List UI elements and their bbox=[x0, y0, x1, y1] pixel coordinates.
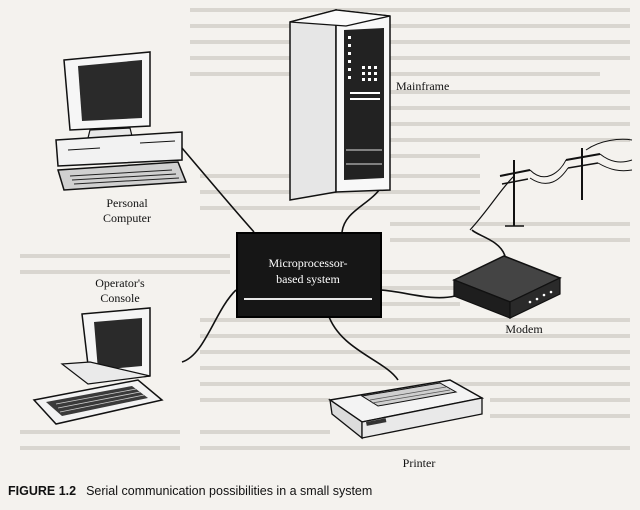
cable-to-operators-console bbox=[181, 289, 237, 363]
cable-to-mainframe bbox=[341, 185, 383, 233]
cable-to-printer bbox=[327, 313, 399, 381]
modem-icon bbox=[452, 255, 562, 319]
cable-to-modem bbox=[377, 289, 456, 299]
printer-icon bbox=[328, 379, 485, 440]
operators-console-label: Operator's Console bbox=[95, 276, 145, 305]
connection-cables bbox=[181, 147, 506, 381]
microprocessor-divider bbox=[244, 298, 372, 300]
printer-label: Printer bbox=[402, 456, 436, 470]
mainframe-icon bbox=[289, 9, 391, 201]
figure-number: FIGURE 1.2 bbox=[8, 484, 77, 498]
personal-computer-icon bbox=[55, 51, 188, 191]
diagram-canvas bbox=[32, 9, 633, 440]
telephone-poles-icon bbox=[469, 138, 633, 231]
cable-modem-to-phone-line bbox=[471, 229, 506, 257]
bleed-through-texture bbox=[20, 8, 630, 450]
microprocessor-system-box bbox=[236, 232, 382, 318]
cable-to-personal-computer bbox=[181, 147, 255, 233]
figure-caption-text: Serial communication possibilities in a … bbox=[86, 484, 373, 498]
microprocessor-system-label: Microprocessor- based system bbox=[268, 256, 348, 286]
figure-caption: FIGURE 1.2 Serial communication possibili… bbox=[8, 484, 372, 498]
modem-label: Modem bbox=[505, 322, 543, 336]
mainframe-label: Mainframe bbox=[396, 79, 450, 93]
operators-console-icon bbox=[32, 307, 164, 425]
personal-computer-label: Personal Computer bbox=[103, 196, 151, 225]
